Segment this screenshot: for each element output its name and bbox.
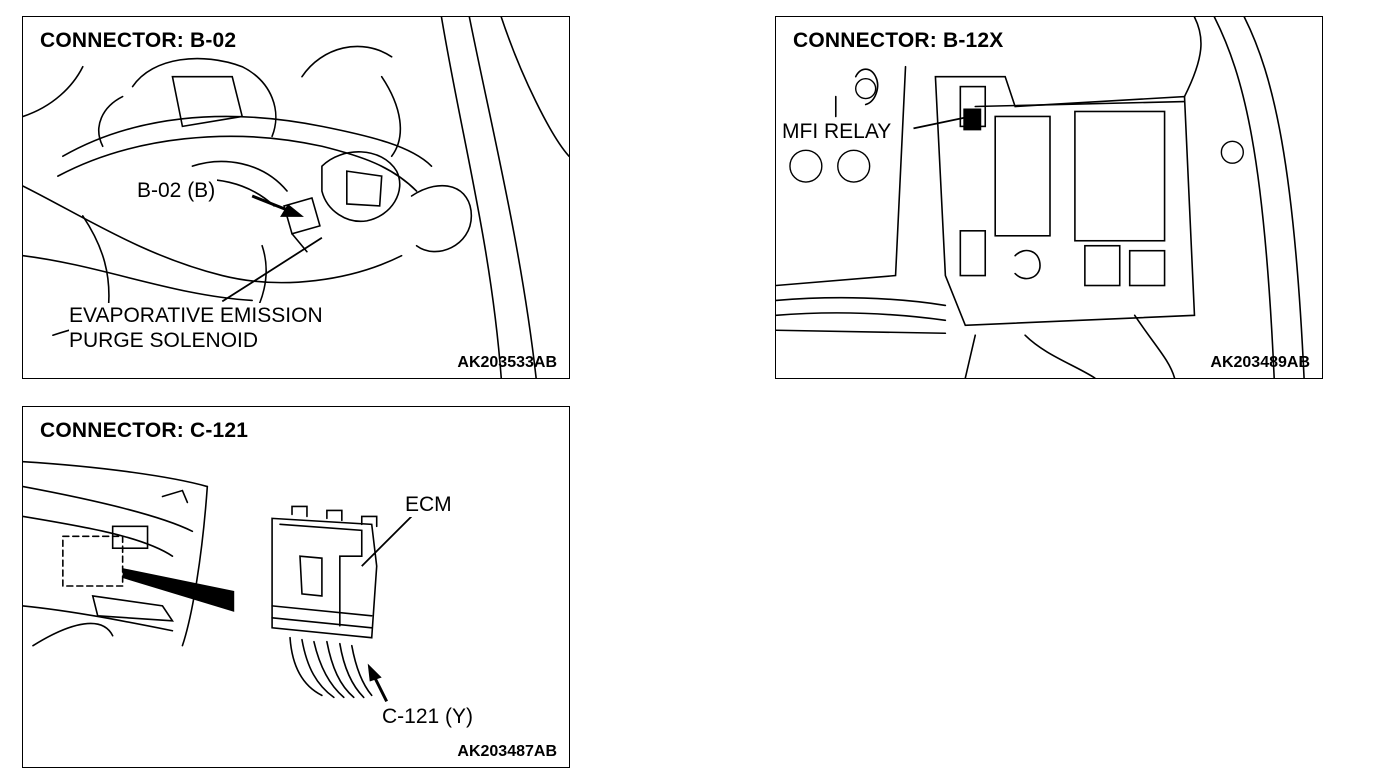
engine-bay-illustration bbox=[23, 17, 569, 378]
component-label-line1: EVAPORATIVE EMISSION bbox=[69, 303, 323, 328]
figure-code: AK203533AB bbox=[457, 354, 557, 371]
connector-label-b02: B-02 (B) bbox=[135, 178, 218, 203]
ecm-location-illustration bbox=[23, 460, 415, 703]
panel-title: CONNECTOR: B-02 bbox=[38, 29, 239, 53]
connector-panel-b02: CONNECTOR: B-02 B-02 (B) EVAPORATIVE EMI… bbox=[22, 16, 570, 379]
panel-title: CONNECTOR: B-12X bbox=[791, 29, 1006, 53]
figure-code: AK203487AB bbox=[457, 743, 557, 760]
connector-panel-c121: CONNECTOR: C-121 ECM C-121 (Y) AK203487A… bbox=[22, 406, 570, 768]
relay-box-illustration bbox=[776, 17, 1305, 378]
component-label-mfi-relay: MFI RELAY bbox=[780, 119, 894, 144]
connector-panel-b12x: CONNECTOR: B-12X MFI RELAY AK203489AB bbox=[775, 16, 1323, 379]
connector-label-c121: C-121 (Y) bbox=[380, 704, 476, 729]
component-label-ecm: ECM bbox=[403, 492, 454, 517]
component-label-purge-solenoid: EVAPORATIVE EMISSION PURGE SOLENOID bbox=[67, 303, 391, 353]
panel-title: CONNECTOR: C-121 bbox=[38, 419, 251, 443]
figure-code: AK203489AB bbox=[1210, 354, 1310, 371]
component-label-line2: PURGE SOLENOID bbox=[69, 328, 259, 353]
